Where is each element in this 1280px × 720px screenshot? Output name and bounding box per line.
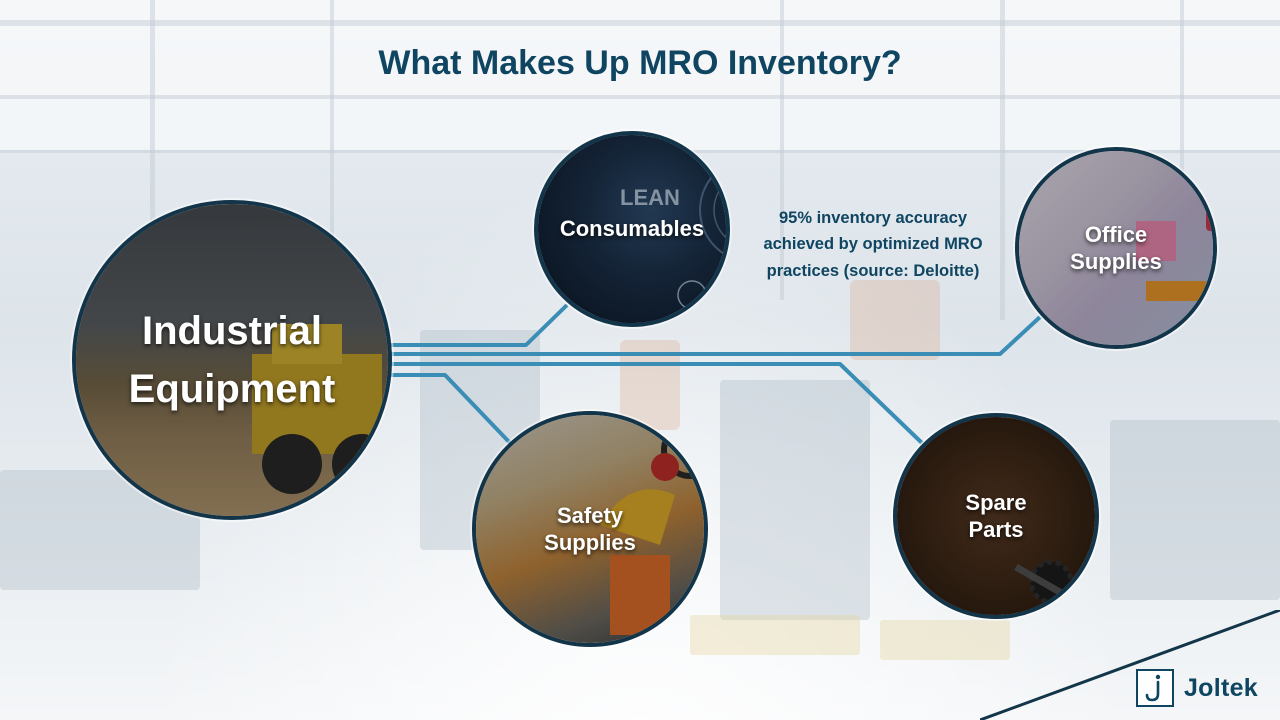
circle-spare-parts: Spare Parts: [893, 413, 1099, 619]
safety-supplies-label: Safety Supplies: [544, 502, 636, 556]
joltek-j-logo-icon: [1135, 669, 1174, 707]
circle-consumables: LEAN Consumables: [534, 131, 730, 327]
connector-spare: [390, 362, 924, 445]
safety-supplies-photo: [476, 415, 704, 643]
industrial-equipment-label: Industrial Equipment: [128, 309, 336, 411]
lean-text: LEAN: [620, 185, 680, 210]
consumables-photo: LEAN: [538, 135, 726, 323]
joltek-logo: Joltek: [1135, 669, 1258, 707]
spare-parts-label: Spare Parts: [965, 489, 1027, 543]
circle-industrial-equipment: Industrial Equipment: [72, 200, 392, 520]
joltek-wordmark: Joltek: [1183, 673, 1258, 702]
circle-office-supplies: Office Supplies: [1015, 147, 1217, 349]
office-supplies-label: Office Supplies: [1070, 221, 1162, 275]
accuracy-statistic: 95% inventory accuracy achieved by optim…: [763, 209, 983, 280]
industrial-equipment-photo: [76, 204, 388, 516]
circle-safety-supplies: Safety Supplies: [472, 411, 708, 647]
corner-accent-line: [980, 610, 1280, 720]
office-supplies-photo: [1019, 151, 1213, 345]
consumables-label: Consumables: [559, 216, 705, 242]
slide-title: What Makes Up MRO Inventory?: [378, 44, 902, 82]
spare-parts-photo: [897, 417, 1095, 615]
